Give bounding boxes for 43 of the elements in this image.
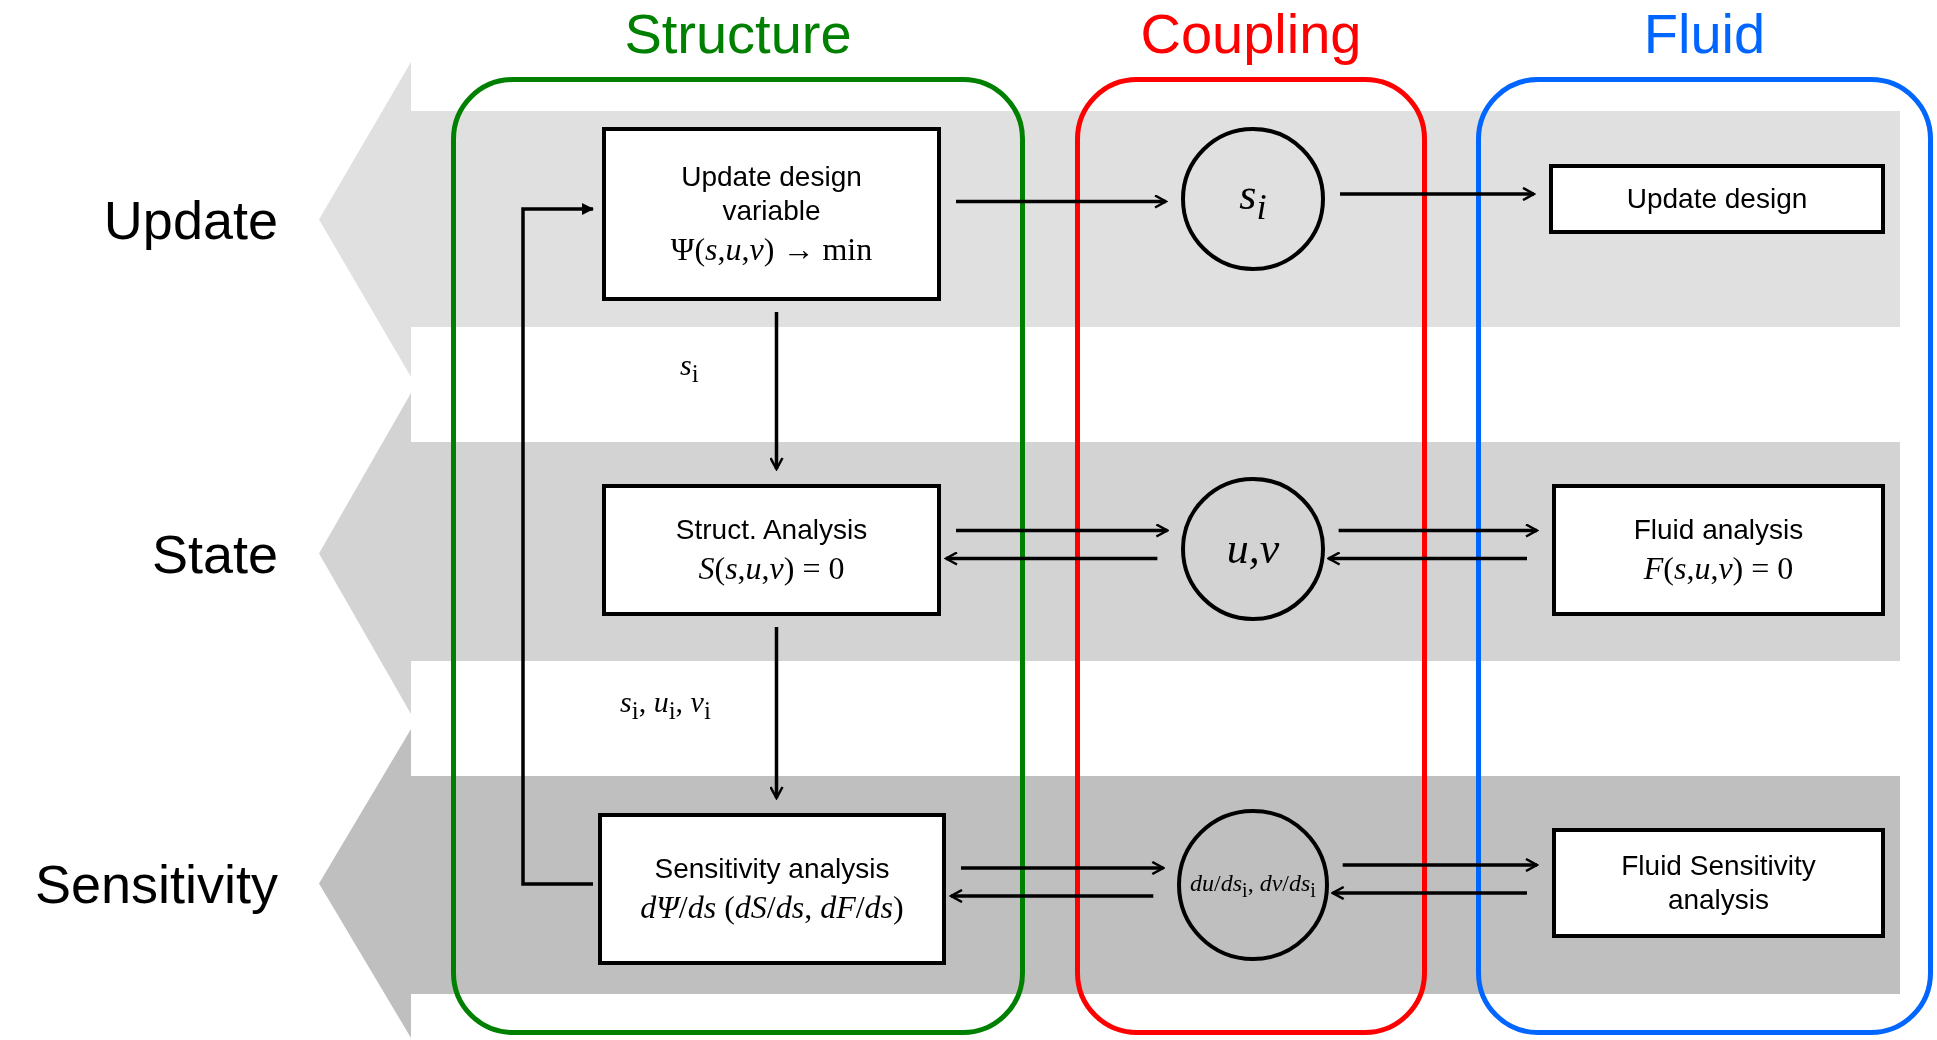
process-box	[1552, 828, 1885, 938]
arrow	[1338, 523, 1539, 538]
arrow	[956, 194, 1168, 209]
arrow	[1340, 186, 1536, 202]
process-box	[1549, 164, 1885, 234]
math-formula: dΨ/ds (dS/ds, dF/ds)	[640, 890, 904, 926]
arrow	[944, 551, 1158, 566]
arrow	[961, 860, 1165, 876]
group-title: Structure	[623, 2, 853, 66]
row-label: Sensitivity	[33, 853, 278, 914]
process-box	[598, 813, 946, 965]
arrow	[1342, 857, 1539, 873]
arrow	[769, 312, 784, 471]
arrow	[956, 523, 1169, 538]
math-formula: s$_{i}$	[1239, 170, 1267, 228]
arrow	[521, 203, 594, 886]
arrow	[949, 888, 1154, 904]
circle-node	[1181, 477, 1325, 621]
box-title: Update design	[1626, 182, 1808, 216]
edge-label: s$_{i}$	[680, 348, 699, 389]
group-title: Fluid	[1642, 2, 1767, 66]
arrow	[1331, 885, 1527, 901]
process-box	[1552, 484, 1885, 616]
box-title: Sensitivity analysis	[654, 852, 890, 887]
box-title: Fluid Sensitivity analysis	[1620, 849, 1817, 917]
process-box	[602, 127, 941, 301]
math-formula: F(s,u,v) = 0	[1643, 551, 1794, 587]
arrow	[1327, 551, 1527, 566]
row-label: State	[150, 523, 278, 584]
edge-label: s$_{i}$, u$_{i}$, v$_{i}$	[620, 685, 711, 726]
box-title: Fluid analysis	[1633, 513, 1804, 548]
group-title: Coupling	[1139, 2, 1363, 66]
process-box	[602, 484, 941, 616]
circle-node	[1177, 809, 1329, 961]
box-title: Update design variable	[680, 160, 863, 229]
row-label: Update	[102, 189, 278, 250]
math-formula: u,v	[1226, 524, 1280, 574]
math-formula: Ψ(s,u,v) → min	[670, 232, 873, 268]
math-formula: S(s,u,v) = 0	[698, 551, 845, 587]
box-title: Struct. Analysis	[675, 513, 868, 548]
arrow	[769, 627, 784, 800]
circle-node	[1181, 127, 1325, 271]
math-formula: du/ds$_{i}$, dv/ds$_{i}$	[1190, 869, 1316, 901]
